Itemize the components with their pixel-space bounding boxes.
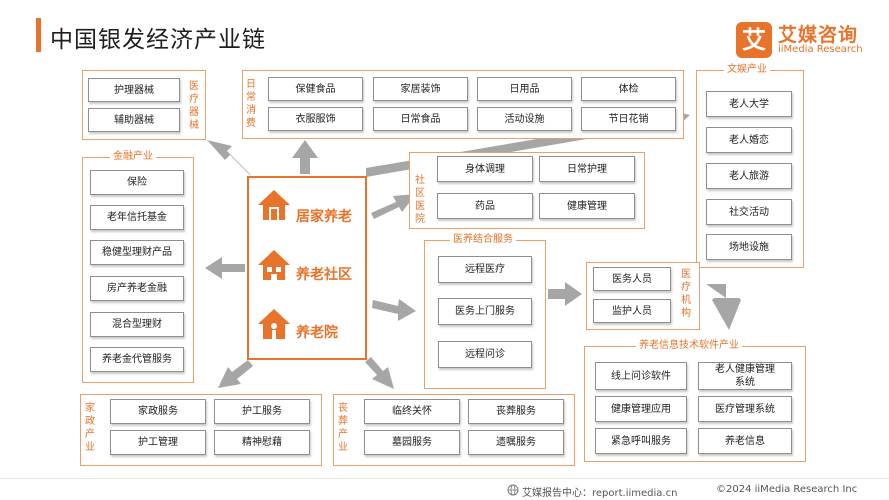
item-senior-travel: 老人旅游	[706, 163, 792, 189]
arrow-to-daily-consumption	[292, 140, 318, 174]
label-funeral: 丧葬产业	[338, 403, 348, 453]
logo-name-en: iiMedia Research	[778, 44, 863, 55]
item-emergency-call-service: 紧急呼叫服务	[595, 428, 687, 454]
item-housekeeping-service: 家政服务	[110, 399, 206, 424]
item-telemedicine: 远程医疗	[438, 256, 532, 283]
item-health-management: 健康管理	[539, 193, 635, 219]
label-culture-entertainment: 文娱产业	[724, 64, 770, 76]
globe-icon	[507, 484, 519, 496]
item-cemetery-service: 墓园服务	[364, 430, 460, 455]
item-online-consultation-software: 线上问诊软件	[595, 362, 687, 390]
item-holiday-spending: 节日花销	[581, 107, 676, 131]
item-senior-trust-fund: 老年信托基金	[90, 205, 184, 230]
item-nursing-devices: 护理器械	[88, 78, 180, 102]
item-property-pension-finance: 房产养老金融	[90, 276, 184, 301]
label-eldercare-it: 养老信息技术软件产业	[636, 340, 742, 352]
item-caregiver-management: 护工管理	[110, 430, 206, 455]
item-daily-nursing: 日常护理	[539, 156, 635, 182]
center-item-nursing-home: 养老院	[296, 325, 338, 341]
item-social-activities: 社交活动	[706, 199, 792, 225]
arrow-to-medical-institution	[548, 282, 582, 306]
item-medicine: 药品	[437, 193, 533, 219]
footer-divider	[0, 478, 889, 479]
title-accent-bar	[36, 18, 41, 52]
item-funeral-service: 丧葬服务	[468, 399, 564, 424]
logo-name-cn: 艾媒咨询	[778, 24, 859, 46]
item-home-medical-visit: 医务上门服务	[438, 298, 532, 325]
home-icon	[258, 190, 290, 220]
arrow-to-finance	[205, 257, 245, 279]
label-daily-consumption: 日常消费	[246, 79, 256, 129]
center-item-home-care: 居家养老	[296, 209, 352, 225]
item-checkup: 体检	[581, 77, 676, 101]
item-clothing: 衣服服饰	[268, 107, 363, 131]
footer-source: 艾媒报告中心：report.iimedia.cn	[522, 488, 678, 499]
item-remote-consultation: 远程问诊	[438, 341, 532, 368]
footer-copyright: ©2024 iiMedia Research Inc	[716, 484, 858, 495]
item-home-decor: 家居装饰	[373, 77, 468, 101]
item-insurance: 保险	[90, 170, 184, 195]
label-community-hospital: 社区医院	[415, 175, 425, 225]
item-assistive-devices: 辅助器械	[88, 108, 180, 132]
item-hybrid-wealth: 混合型理财	[90, 312, 184, 337]
item-activity-facilities: 活动设施	[477, 107, 572, 131]
item-body-conditioning: 身体调理	[437, 156, 533, 182]
item-hospice-care: 临终关怀	[364, 399, 460, 424]
item-stable-wealth-products: 稳健型理财产品	[90, 240, 184, 265]
arrow-to-eldercare-it	[706, 284, 741, 330]
item-medical-staff: 医务人员	[593, 267, 671, 291]
item-daily-food: 日常食品	[373, 107, 468, 131]
center-item-senior-community: 养老社区	[296, 267, 352, 283]
label-medical-institution: 医疗机构	[681, 269, 691, 319]
item-eldercare-information: 养老信息	[698, 428, 792, 454]
item-senior-university: 老人大学	[706, 91, 792, 117]
label-medical-care-service: 医养结合服务	[450, 234, 516, 246]
item-caregiver-service: 护工服务	[214, 399, 310, 424]
arrow-to-medical-care-service	[372, 299, 416, 321]
item-spiritual-comfort: 精神慰藉	[214, 430, 310, 455]
arrow-to-housekeeping	[218, 360, 253, 388]
label-medical-devices: 医疗器械	[189, 81, 199, 131]
label-housekeeping: 家政产业	[85, 403, 95, 453]
item-monitoring-staff: 监护人员	[593, 299, 671, 323]
page-title: 中国银发经济产业链	[50, 27, 266, 53]
item-senior-dating: 老人婚恋	[706, 127, 792, 153]
arrow-to-community-hospital	[371, 194, 416, 219]
arrow-to-funeral	[365, 357, 394, 389]
item-pension-custody: 养老金代管服务	[90, 347, 184, 372]
item-medical-management-system: 医疗管理系统	[698, 396, 792, 422]
community-icon	[258, 250, 290, 280]
iimedia-logo-icon: 艾	[736, 22, 772, 58]
item-health-food: 保健食品	[268, 77, 363, 101]
item-health-management-app: 健康管理应用	[595, 396, 687, 422]
item-venue-facilities: 场地设施	[706, 234, 792, 260]
item-will-service: 遗嘱服务	[468, 430, 564, 455]
item-senior-health-system: 老人健康管理系统	[698, 362, 792, 390]
arrow-to-medical-devices	[207, 140, 252, 177]
nursing-home-icon	[258, 309, 290, 339]
label-finance: 金融产业	[110, 151, 156, 163]
item-daily-goods: 日用品	[477, 77, 572, 101]
